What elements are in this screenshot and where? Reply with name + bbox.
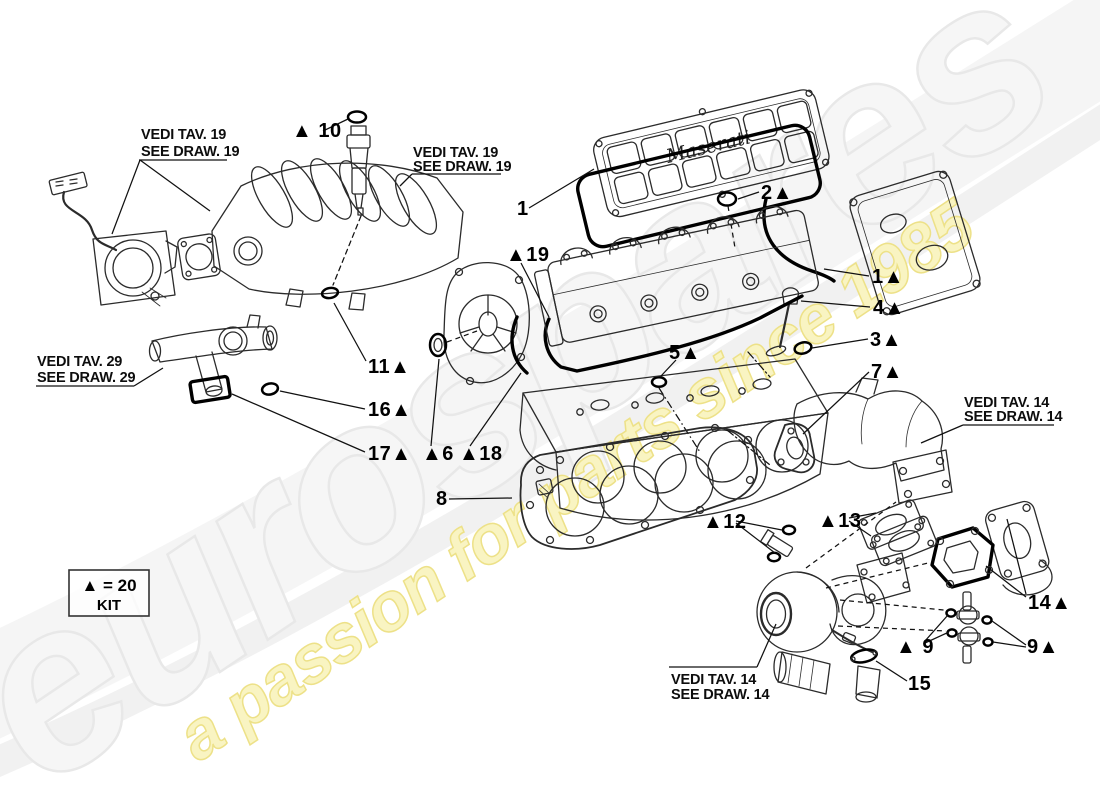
callout-18: ▲18: [459, 443, 503, 465]
exhaust-manifold: [793, 377, 953, 504]
leader-lines: [36, 118, 1054, 682]
ref-see-draw-14-bottom-line2: SEE DRAW. 14: [671, 687, 769, 703]
ref-see-draw-14-bottom-line1: VEDI TAV. 14: [671, 672, 756, 688]
throttle-body-gasket: [177, 233, 221, 281]
callout-9-left: ▲ 9: [896, 636, 934, 658]
ref-see-draw-14-right-line1: VEDI TAV. 14: [964, 395, 1049, 411]
intake-manifold: [211, 158, 464, 311]
head-gasket: [519, 423, 767, 550]
water-union-fittings: [945, 591, 994, 664]
callout-13: ▲13: [818, 510, 862, 532]
banjo-bolt-orings: [759, 524, 797, 563]
assembly-dashed-lines: [805, 501, 947, 632]
ref-see-draw-19-left-line2: SEE DRAW. 19: [141, 144, 239, 160]
front-cover-gasket: [510, 315, 529, 375]
coolant-small-gasket: [260, 382, 280, 396]
diagram-parts: Maserati: [48, 89, 1053, 703]
oring-5-centerline: [658, 387, 701, 453]
injector-upper-oring: [346, 110, 368, 124]
oring-3: [793, 341, 813, 355]
callout-14: 14▲: [1028, 592, 1072, 614]
callout-7: 7▲: [871, 361, 903, 383]
callout-5: 5▲: [669, 342, 701, 364]
valve-cover: [593, 89, 830, 218]
camshaft-carrier: [533, 205, 819, 347]
callout-9-right: 9▲: [1027, 636, 1059, 658]
timing-side-gasket: [762, 197, 836, 283]
callout-12: ▲12: [703, 511, 747, 533]
ref-see-draw-19-center-line1: VEDI TAV. 19: [413, 145, 498, 161]
kit-legend-box: [68, 569, 150, 617]
coolant-pipe: [148, 314, 278, 397]
callout-16: 16▲: [368, 399, 412, 421]
callout-6: ▲6: [422, 443, 454, 465]
ref-see-draw-14-right-line2: SEE DRAW. 14: [964, 409, 1062, 425]
callout-3: 3▲: [870, 329, 902, 351]
cam-carrier-gasket: [543, 294, 804, 373]
callout-1: 1: [517, 198, 529, 220]
throttle-body: [92, 230, 178, 307]
callout-4: 4▲: [873, 297, 905, 319]
throttle-sensor-connector: [48, 171, 118, 252]
kit-legend-symbol: ▲ = 20: [81, 576, 136, 595]
oring-2: [716, 191, 738, 207]
callout-19: ▲19: [506, 244, 550, 266]
callout-15: 15: [908, 673, 931, 695]
oring-5: [650, 375, 668, 389]
turbo-flange-gaskets: [857, 499, 937, 567]
kit-legend-kit: KIT: [97, 597, 121, 614]
front-cover-seal: [428, 330, 478, 358]
fuel-injector: [320, 110, 371, 300]
watermark-swoosh-edge: [0, 104, 1100, 777]
cylinder-head: [519, 351, 829, 521]
oil-drain-gasket: [849, 648, 879, 664]
valve-cover-gasket: [576, 123, 822, 249]
ref-see-draw-19-left-line1: VEDI TAV. 19: [141, 127, 226, 143]
turbocharger: [756, 552, 911, 703]
watermark-swoosh: [0, 0, 1100, 739]
turbine-inlet-gasket: [930, 526, 995, 589]
kit-legend: ▲ = 20 KIT: [68, 569, 150, 617]
callout-17: 17▲: [368, 443, 412, 465]
callout-11: 11▲: [368, 356, 410, 378]
coolant-pipe-gasket: [188, 374, 232, 405]
callout-8: 8: [436, 488, 448, 510]
valve-and-stem-seal: [765, 287, 800, 357]
reference-labels: VEDI TAV. 19 SEE DRAW. 19 VEDI TAV. 19 S…: [37, 127, 1063, 703]
callout-labels: ▲ 10 1 2▲ ▲19 1▲ 4▲ 3▲ 7▲ 11▲ 16▲ 17▲ ▲6…: [292, 120, 1072, 695]
ref-see-draw-19-center-line2: SEE DRAW. 19: [413, 159, 511, 175]
callout-10: ▲ 10: [292, 120, 342, 142]
ref-see-draw-29-line1: VEDI TAV. 29: [37, 354, 122, 370]
front-cover: [443, 261, 530, 386]
timing-belt-cover: [849, 170, 981, 316]
callout-1b: 1▲: [872, 266, 904, 288]
oring-2-dashline: [727, 205, 736, 249]
ref-see-draw-29-line2: SEE DRAW. 29: [37, 370, 135, 386]
callout-2: 2▲: [761, 182, 793, 204]
injector-lower-oring: [320, 286, 340, 300]
